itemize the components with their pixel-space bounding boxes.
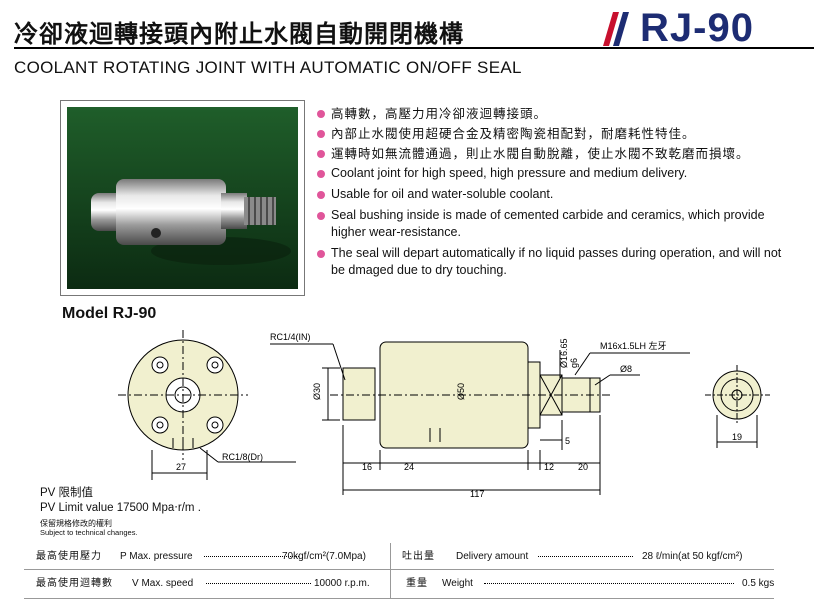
feature-item: 內部止水閥使用超硬合金及精密陶瓷相配對，耐磨耗性特佳。 (315, 125, 795, 142)
delivery-value: 28 ℓ/min(at 50 kgf/cm²) (642, 551, 743, 562)
spec-row: 最高使用迴轉數 V Max. speed 10000 r.p.m. 重量 Wei… (24, 570, 774, 597)
pv-label-zh: PV 限制值 (40, 487, 94, 499)
weight-en: Weight (442, 578, 473, 589)
thread-label: M16x1.5LH 左牙 (600, 340, 667, 351)
port-in-label: RC1/4(IN) (270, 332, 311, 342)
weight-value: 0.5 kgs (742, 578, 775, 589)
red-stripes-icon (603, 12, 629, 46)
dim-g6: g6 (569, 358, 579, 368)
max-pressure-en: P Max. pressure (120, 551, 193, 562)
dim-117: 117 (470, 489, 484, 499)
title-english: COOLANT ROTATING JOINT WITH AUTOMATIC ON… (14, 58, 522, 77)
dim-dia-50: Ø50 (456, 383, 466, 400)
note-en: Subject to technical changes. (40, 528, 138, 537)
leader-dots (204, 556, 299, 557)
max-pressure-zh: 最高使用壓力 (36, 551, 102, 562)
delivery-en: Delivery amount (456, 551, 529, 562)
dim-dia-16: Ø16.65 (559, 338, 569, 368)
title-chinese: 冷卻液迴轉接頭內附止水閥自動開閉機構 (14, 20, 464, 48)
end-view (705, 365, 770, 448)
dim-27: 27 (176, 462, 186, 472)
dim-16: 16 (362, 462, 372, 472)
dim-5: 5 (565, 436, 570, 446)
max-pressure-value: 70kgf/cm²(7.0Mpa) (282, 551, 366, 562)
spec-table: 最高使用壓力 P Max. pressure 70kgf/cm²(7.0Mpa)… (24, 543, 774, 599)
technical-drawing: 27 RC1/8(Dr) RC1/4(IN) Ø30 Ø50 Ø16.65 g6… (118, 330, 770, 499)
dim-dia-30: Ø30 (312, 383, 322, 400)
max-speed-en: V Max. speed (132, 578, 194, 589)
header-rule (14, 47, 814, 49)
product-photo (60, 100, 305, 296)
dim-12: 12 (544, 462, 554, 472)
model-code: RJ-90 (640, 6, 754, 50)
port-drain-label: RC1/8(Dr) (222, 452, 263, 462)
feature-item: The seal will depart automatically if no… (315, 245, 795, 279)
feature-item: 高轉數，高壓力用冷卻液迴轉接頭。 (315, 105, 795, 122)
max-speed-value: 10000 r.p.m. (314, 578, 370, 589)
leader-dots (484, 583, 734, 584)
column-divider (390, 543, 391, 598)
feature-item: Seal bushing inside is made of cemented … (315, 207, 795, 241)
leader-dots (538, 556, 633, 557)
feature-item: Usable for oil and water-soluble coolant… (315, 186, 795, 203)
spec-row: 最高使用壓力 P Max. pressure 70kgf/cm²(7.0Mpa)… (24, 543, 774, 570)
dim-20: 20 (578, 462, 588, 472)
row-divider (24, 598, 774, 599)
feature-list: 高轉數，高壓力用冷卻液迴轉接頭。 內部止水閥使用超硬合金及精密陶瓷相配對，耐磨耗… (315, 105, 795, 283)
dim-19: 19 (732, 432, 742, 442)
front-view (118, 330, 296, 480)
dim-24: 24 (404, 462, 414, 472)
feature-item: 運轉時如無流體通過，則止水閥自動脫離，使止水閥不致乾磨而損壞。 (315, 145, 795, 162)
model-label: Model RJ-90 (62, 305, 157, 322)
feature-item: Coolant joint for high speed, high press… (315, 165, 795, 182)
weight-zh: 重量 (406, 578, 428, 589)
max-speed-zh: 最高使用迴轉數 (36, 578, 113, 589)
leader-dots (206, 583, 311, 584)
note-zh: 保留規格修改的權利 (40, 519, 112, 528)
side-view (270, 341, 690, 495)
delivery-zh: 吐出量 (402, 551, 435, 562)
row-divider (24, 569, 774, 570)
dim-dia-8: Ø8 (620, 364, 632, 374)
pv-limit-value: PV Limit value 17500 Mpa‧r/m . (40, 502, 201, 514)
